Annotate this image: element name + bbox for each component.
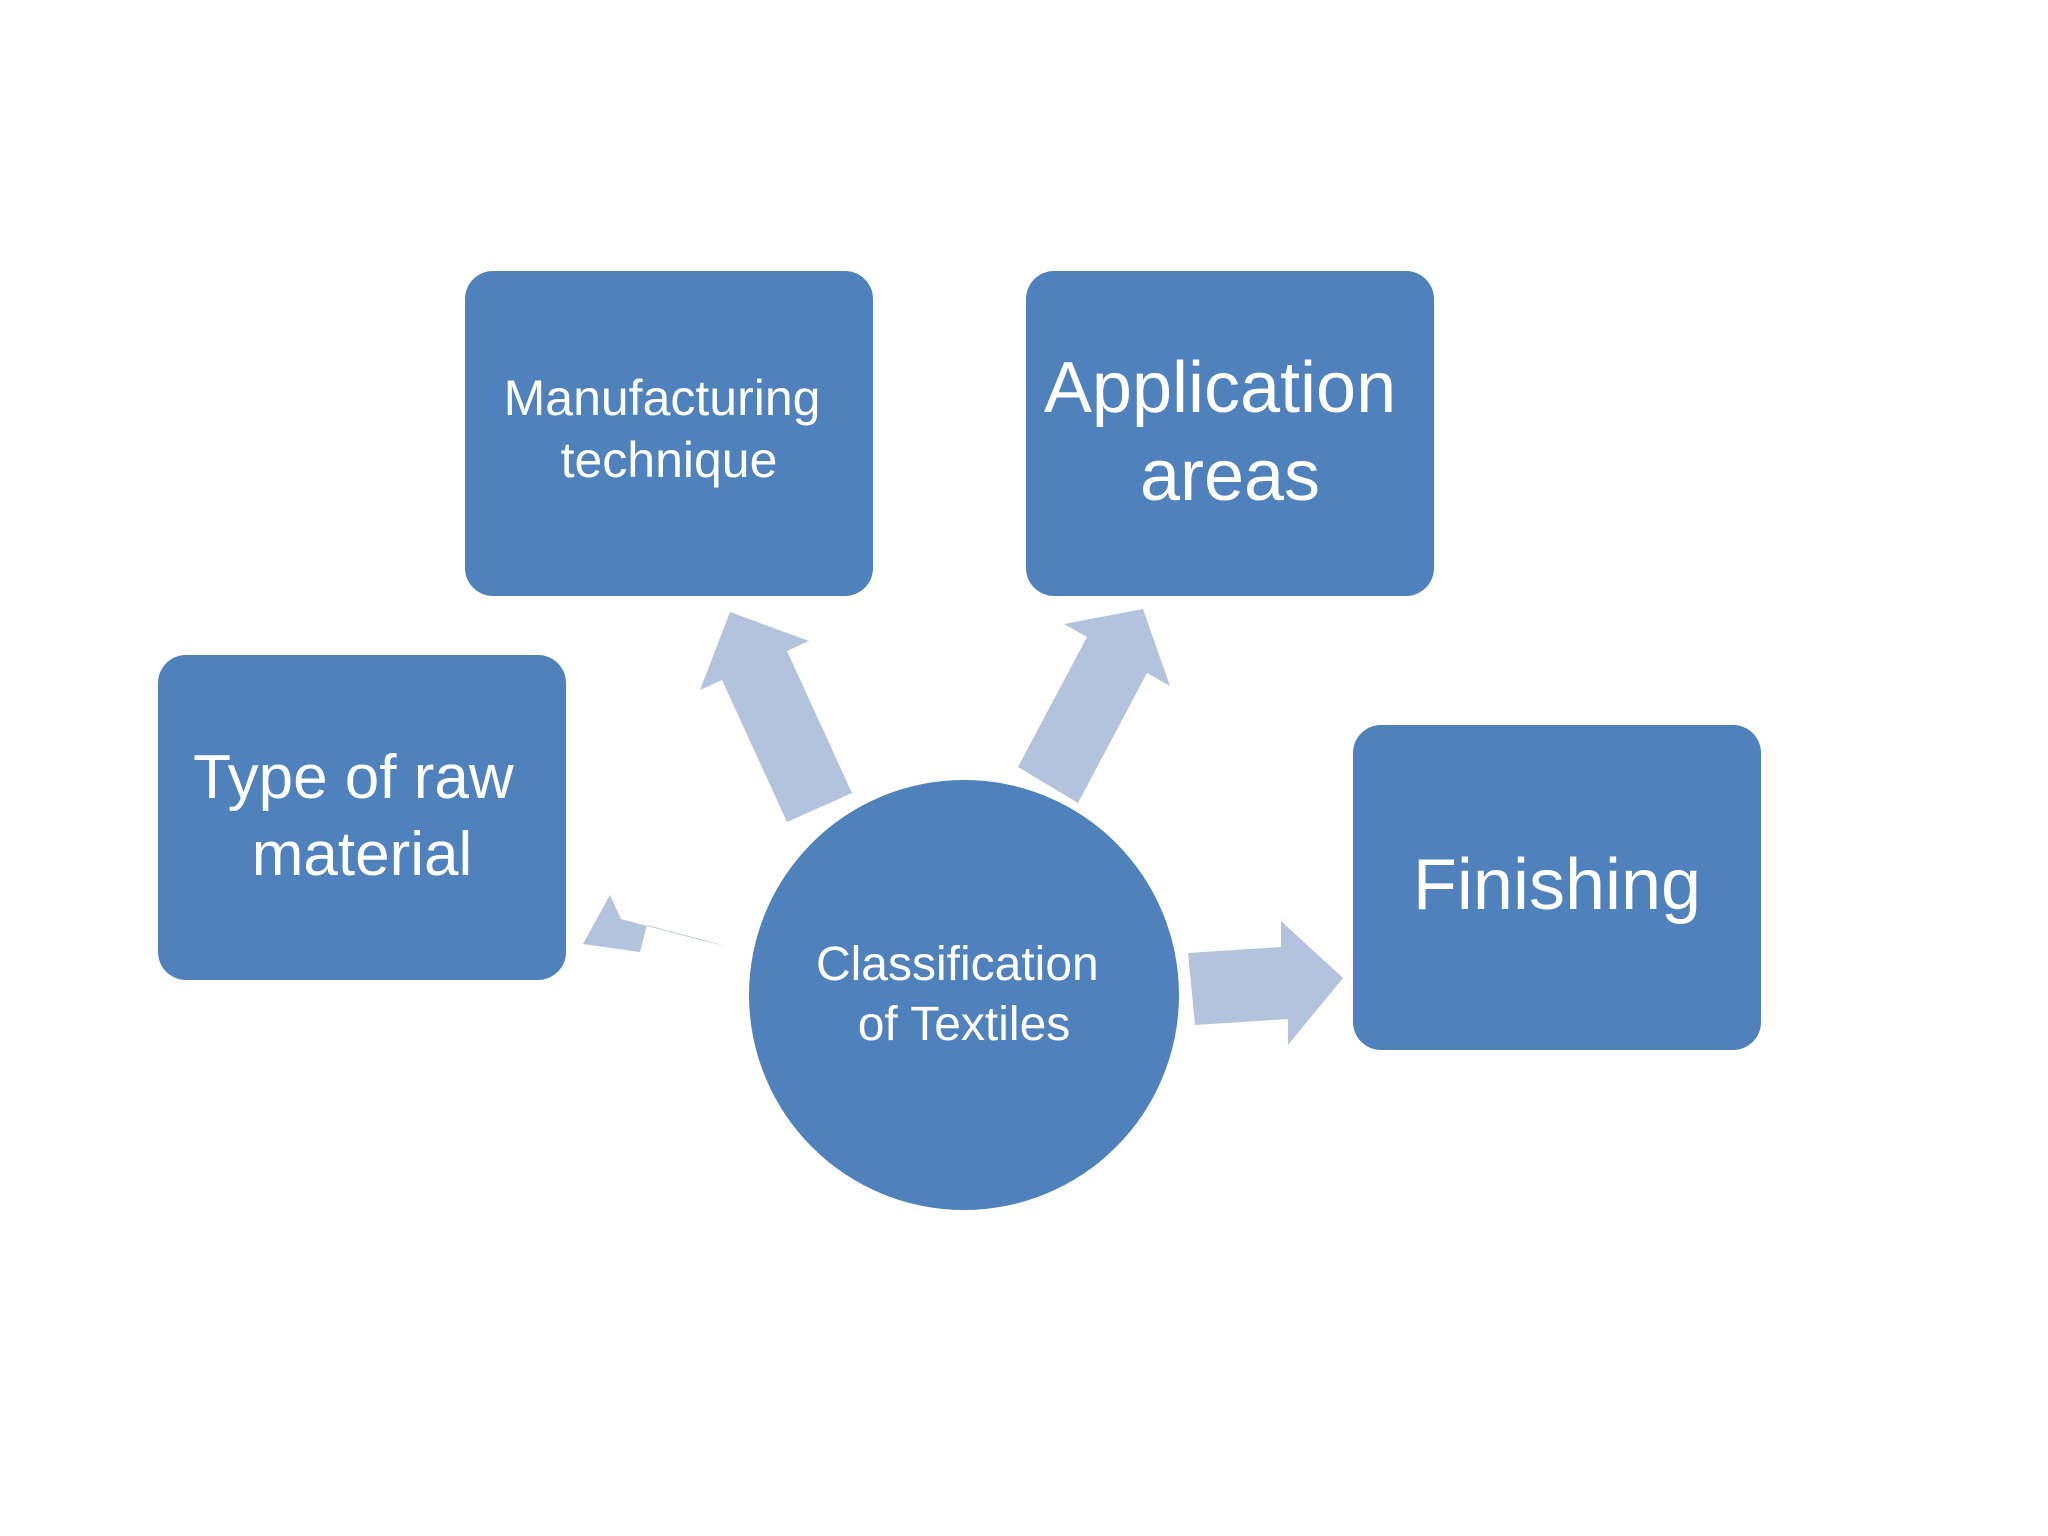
arrow-to-raw-material [583, 895, 726, 952]
node-classification-of-textiles-label: Classification of Textiles [816, 938, 1112, 1051]
node-finishing: Finishing [1353, 725, 1761, 1050]
node-finishing-label: Finishing [1413, 845, 1701, 925]
node-application-areas: Application areas [1026, 271, 1434, 596]
node-manufacturing-technique: Manufacturing technique [465, 271, 873, 596]
node-type-of-raw-material: Type of raw material [158, 655, 566, 980]
arrow-to-finishing [1188, 921, 1343, 1045]
node-classification-of-textiles: Classification of Textiles [749, 780, 1179, 1210]
arrow-to-application [1018, 609, 1170, 803]
arrow-to-manufacturing [700, 612, 852, 822]
node-application-areas-label: Application areas [1044, 348, 1416, 516]
node-type-of-raw-material-label: Type of raw material [193, 743, 531, 889]
node-manufacturing-technique-label: Manufacturing technique [504, 370, 835, 488]
